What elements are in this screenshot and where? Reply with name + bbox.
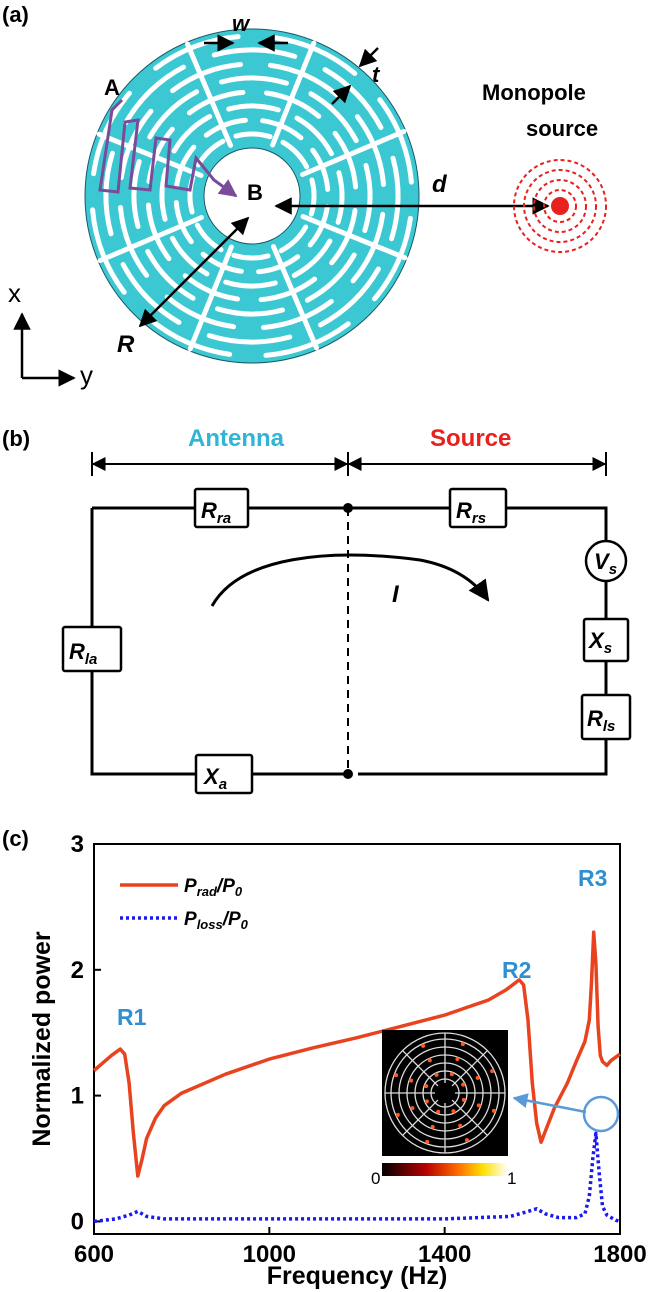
component-Vs: Vs: [584, 539, 628, 583]
plot-frame: [93, 843, 621, 1235]
label-d: d: [432, 171, 448, 198]
colorbar: [382, 1163, 508, 1176]
svg-text:Xs: Xs: [587, 628, 612, 657]
colorbar-min: 0: [371, 1169, 380, 1188]
label-t: t: [372, 62, 381, 87]
component-Rrs: Rrs: [448, 487, 508, 529]
current-label: I: [392, 581, 400, 608]
channel-path-highlight: [98, 98, 238, 198]
panel-c: (c) 600 1000 1400 1800 0 1 2 3 Normalized power…: [2, 826, 647, 1290]
label-B: B: [247, 180, 263, 205]
series-lines: [92, 930, 622, 1224]
svg-text:Rla: Rla: [69, 639, 97, 668]
x-axis-label: Frequency (Hz): [267, 1262, 448, 1290]
coordinate-axes-icon: [13, 312, 76, 387]
x-tick-label: 1400: [418, 1241, 471, 1268]
component-Xa: Xa: [194, 753, 254, 795]
resonance-R3: R3: [578, 865, 607, 891]
component-Xs: Xs: [582, 617, 630, 663]
label-w: w: [232, 11, 251, 36]
label-A: A: [104, 75, 120, 100]
panel-b-label: (b): [2, 426, 30, 451]
y-tick-label: 3: [71, 831, 84, 858]
y-tick-label: 2: [71, 957, 84, 984]
source-label: Source: [430, 425, 511, 452]
component-Rra: Rra: [193, 487, 250, 529]
resonance-R2: R2: [502, 957, 531, 983]
panel-c-label: (c): [2, 826, 29, 851]
x-tick-label: 1000: [243, 1241, 296, 1268]
panel-b: (b) Antenna Source I Rra Rrs: [2, 425, 632, 795]
component-Rls: Rls: [580, 693, 632, 741]
svg-text:Rls: Rls: [587, 706, 615, 735]
antenna-label: Antenna: [188, 425, 285, 452]
label-R: R: [117, 331, 135, 358]
y-tick-label: 1: [71, 1083, 84, 1110]
resonance-R1: R1: [117, 1004, 147, 1030]
axis-x-label: x: [8, 278, 21, 308]
source-label-line2: source: [526, 116, 598, 141]
loss-peak-marker: [582, 1095, 620, 1133]
legend-loss: Ploss/P0: [184, 909, 249, 932]
legend: Prad/P0 Ploss/P0: [120, 876, 249, 932]
legend-rad: Prad/P0: [184, 876, 243, 899]
component-Rla: Rla: [61, 625, 123, 673]
y-axis-label: Normalized power: [28, 931, 56, 1147]
series-line-0: [92, 930, 622, 1178]
monopole-source-icon: [513, 159, 607, 253]
axis-ticks: 600 1000 1400 1800 0 1 2 3: [71, 831, 647, 1268]
colorbar-max: 1: [507, 1169, 516, 1188]
panel-a-label: (a): [2, 2, 29, 27]
y-tick-label: 0: [71, 1208, 84, 1235]
series-line-1: [93, 1131, 621, 1224]
panel-a: (a) w t A B d R Monopole source: [2, 2, 607, 390]
x-tick-label: 600: [74, 1241, 114, 1268]
x-tick-label: 1800: [593, 1241, 646, 1268]
source-label-line1: Monopole: [482, 80, 586, 105]
inset-pointer-arrow: [512, 1093, 587, 1114]
svg-text:Xa: Xa: [202, 764, 227, 793]
current-arrow: [210, 553, 490, 607]
svg-text:Vs: Vs: [594, 549, 617, 578]
inset-field-map: [382, 1030, 508, 1156]
axis-y-label: y: [80, 360, 93, 390]
svg-text:Rrs: Rrs: [456, 498, 486, 527]
svg-text:Rra: Rra: [201, 498, 231, 527]
